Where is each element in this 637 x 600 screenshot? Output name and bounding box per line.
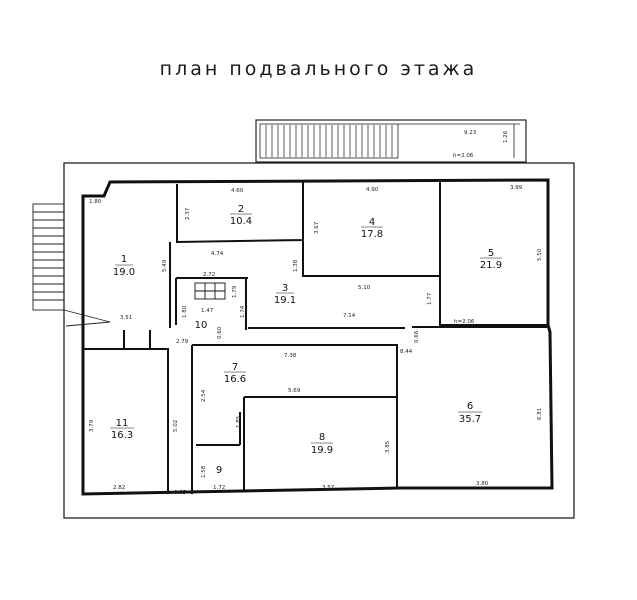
room-label-5: 5 21.9 bbox=[480, 248, 502, 271]
room5-height-note: h=2.06 bbox=[454, 319, 475, 325]
room-area: 19.1 bbox=[274, 295, 296, 306]
dim-r2-width: 4.60 bbox=[231, 188, 244, 194]
dim-r5-left: 1.77 bbox=[427, 292, 433, 305]
room-number: 10 bbox=[195, 320, 208, 331]
room-area: 17.8 bbox=[361, 229, 383, 240]
dim-r3-length: 7.14 bbox=[343, 313, 356, 319]
left-stair bbox=[32, 203, 111, 327]
dim-r5-width: 3.99 bbox=[510, 185, 523, 191]
plan-title: план подвального этажа bbox=[159, 58, 478, 80]
dim-r10-width: 1.47 bbox=[201, 308, 214, 314]
room-area: 10.4 bbox=[230, 216, 252, 227]
dim-r4-height: 3.67 bbox=[314, 221, 320, 234]
room-number: 4 bbox=[369, 217, 375, 228]
dim-r6-side: 0.66 bbox=[414, 330, 420, 343]
dim-top-annex-width: 1.26 bbox=[503, 130, 509, 143]
room-number: 5 bbox=[488, 248, 494, 259]
room-area: 19.9 bbox=[311, 445, 333, 456]
dim-r10-right: 1.79 bbox=[232, 285, 238, 298]
dim-r3-mid: 1.38 bbox=[293, 259, 299, 272]
dim-r10-left: 1.80 bbox=[182, 305, 188, 318]
dim-r8-height: 3.85 bbox=[385, 440, 391, 453]
dim-r1-corner: 1.80 bbox=[89, 199, 102, 205]
dim-r11-width: 2.82 bbox=[113, 485, 125, 491]
dim-r7-width: 7.38 bbox=[284, 353, 297, 359]
top-annex bbox=[255, 119, 527, 163]
room-area: 16.3 bbox=[111, 430, 133, 441]
room-label-2: 2 10.4 bbox=[230, 204, 252, 227]
dim-corridor: 5.02 bbox=[173, 420, 179, 432]
room-number: 6 bbox=[467, 401, 473, 412]
room-area: 19.0 bbox=[113, 267, 135, 278]
interior-walls bbox=[83, 181, 548, 494]
dim-r9-height: 1.58 bbox=[201, 465, 207, 478]
room-area: 16.6 bbox=[224, 374, 246, 385]
dim-top-annex-length: 9.23 bbox=[464, 130, 477, 136]
outer-slab bbox=[63, 162, 575, 519]
room-label-1: 1 19.0 bbox=[113, 254, 135, 278]
annex-height-note: h=2.06 bbox=[453, 153, 474, 159]
room-label-3: 3 19.1 bbox=[274, 283, 296, 306]
dim-r8-top: 5.69 bbox=[288, 388, 301, 394]
dimension-labels-vertical: 2.37 3.67 5.50 5.49 1.38 1.77 1.80 1.79 … bbox=[89, 207, 543, 478]
dim-r2-bottom: 4.74 bbox=[211, 251, 224, 257]
room-number: 3 bbox=[282, 283, 288, 294]
dim-r11-height: 3.79 bbox=[89, 419, 95, 432]
room-10-window bbox=[194, 282, 226, 300]
dim-r6-bottom: 3.80 bbox=[476, 481, 489, 487]
room-label-9: 9 bbox=[216, 465, 222, 476]
room-label-8: 8 19.9 bbox=[311, 432, 333, 456]
dim-r1-height: 5.49 bbox=[162, 259, 168, 272]
dim-stair-a: 2.79 bbox=[176, 339, 189, 345]
dim-corridor-bottom: 0.85 bbox=[174, 490, 187, 496]
dim-r4-bottom: 5.10 bbox=[358, 285, 371, 291]
room-number: 8 bbox=[319, 432, 325, 443]
dim-r10-side: 1.74 bbox=[240, 305, 246, 318]
room-number: 11 bbox=[116, 418, 129, 429]
room-label-7: 7 16.6 bbox=[224, 362, 246, 385]
dim-r9-width: 1.72 bbox=[213, 485, 225, 491]
exterior-walls bbox=[81, 178, 554, 496]
dim-r8-left: 1.85 bbox=[236, 415, 242, 428]
room-number: 1 bbox=[121, 254, 127, 265]
room-label-4: 4 17.8 bbox=[361, 217, 383, 240]
dim-stair-b: 0.60 bbox=[217, 326, 223, 339]
dim-r6-corner: 8.44 bbox=[400, 349, 413, 355]
dim-r2-height: 2.37 bbox=[185, 207, 191, 220]
room-label-11: 11 16.3 bbox=[110, 418, 134, 441]
dim-r10-top: 2.72 bbox=[203, 272, 215, 278]
dimension-labels: 1.80 4.60 4.90 3.99 4.74 2.72 5.10 3.51 … bbox=[89, 185, 523, 496]
room-number: 9 bbox=[216, 465, 222, 476]
room-label-6: 6 35.7 bbox=[458, 401, 482, 425]
room-area: 35.7 bbox=[459, 414, 481, 425]
dim-r4-width: 4.90 bbox=[366, 187, 379, 193]
room-area: 21.9 bbox=[480, 260, 502, 271]
room-number: 2 bbox=[238, 204, 244, 215]
dim-r1-bottom: 3.51 bbox=[120, 315, 132, 321]
room-label-10: 10 bbox=[195, 320, 208, 331]
dim-r8-bottom: 3.57 bbox=[322, 485, 335, 491]
room-number: 7 bbox=[232, 362, 238, 373]
dim-r5-height: 5.50 bbox=[537, 248, 543, 261]
dim-r7-height: 2.54 bbox=[201, 389, 207, 402]
dim-r6-height: 6.81 bbox=[537, 408, 543, 420]
